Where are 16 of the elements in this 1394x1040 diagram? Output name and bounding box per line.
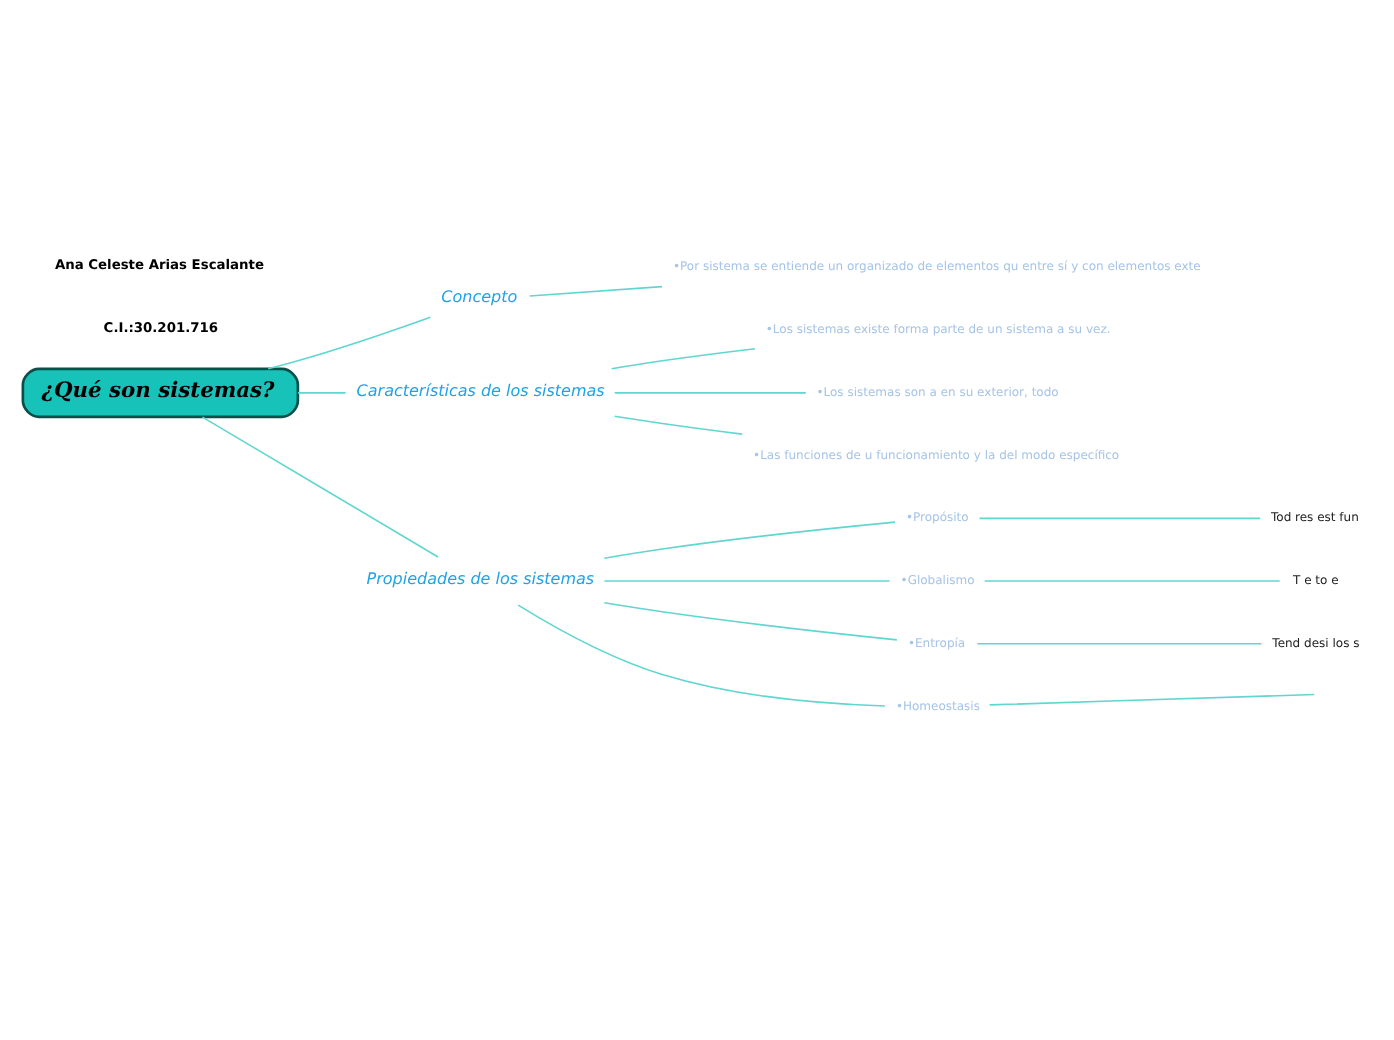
connector [528, 285, 663, 297]
connector [603, 521, 896, 559]
connector [603, 580, 891, 582]
connector [517, 604, 886, 707]
connector [613, 392, 807, 394]
connector [613, 415, 743, 435]
connector [297, 392, 347, 394]
connector [988, 693, 1316, 706]
connector [603, 602, 898, 641]
connector [267, 316, 432, 370]
connector [610, 347, 756, 370]
connector [976, 643, 1263, 645]
connector [201, 416, 439, 558]
node-box: ¿Qué son sistemas? [21, 367, 300, 419]
connector [978, 517, 1262, 520]
connector [983, 580, 1281, 582]
